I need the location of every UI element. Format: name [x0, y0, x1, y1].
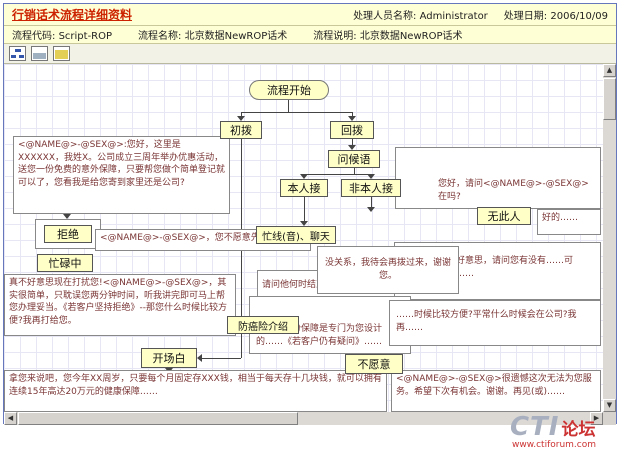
- page-title: 行销话术流程详细资料: [12, 8, 133, 22]
- toolbar: [4, 44, 616, 64]
- header-info: 处理人员名称: Administrator 处理日期: 2006/10/09: [353, 7, 608, 22]
- flow-info-bar: 流程代码: Script-ROP 流程名称: 北京数据NewROP话术 流程说明…: [4, 26, 616, 44]
- connector-line: [354, 168, 355, 174]
- node-self-answer[interactable]: 本人接: [280, 179, 328, 197]
- flow-code-value: Script-ROP: [58, 31, 113, 42]
- scroll-down-button[interactable]: ▼: [603, 399, 616, 412]
- script-text: 不好意思，请问您有没有……可以……: [447, 256, 574, 279]
- connector-line: [352, 139, 353, 146]
- script-text: 好的……: [542, 213, 579, 223]
- flow-diagram-icon[interactable]: [9, 46, 26, 61]
- flow-name-label: 流程名称:: [138, 31, 182, 42]
- arrowhead: [237, 116, 245, 121]
- script-box-bottom-right[interactable]: <@NAME@>-@SEX@>很遗憾这次无法为您服务。希望下次有机会。谢谢。再见…: [391, 370, 601, 412]
- scrollbar-corner: [603, 412, 616, 425]
- flow-name-value: 北京数据NewROP话术: [184, 31, 288, 42]
- script-text: <@NAME@>-@SEX@>很遗憾这次无法为您服务。希望下次有机会。谢谢。再见…: [396, 374, 592, 397]
- mail-icon[interactable]: [53, 46, 70, 61]
- connector-line: [241, 112, 353, 113]
- node-opening[interactable]: 开场白: [141, 348, 197, 368]
- node-no-such-person[interactable]: 无此人: [477, 207, 531, 225]
- connector-line: [371, 197, 372, 209]
- handler-value: Administrator: [419, 11, 488, 22]
- arrowhead: [300, 174, 308, 179]
- handler-label: 处理人员名称:: [353, 11, 417, 22]
- watermark-brand-suffix: 论坛: [561, 420, 596, 440]
- arrowhead: [197, 354, 202, 362]
- flow-name: 流程名称: 北京数据NewROP话术: [138, 27, 287, 42]
- script-text: 此外，这份保障是专门为您设计的……《若客户仍有疑问》……: [256, 324, 383, 347]
- connector-line: [288, 100, 289, 112]
- script-box-bottom-left[interactable]: 拿您来说吧，您今年XX周岁，只要每个月固定存XXX钱，相当于每天存十几块钱，就可…: [4, 370, 387, 412]
- node-callback-dial[interactable]: 回拨: [330, 121, 374, 139]
- node-initial-dial[interactable]: 初拨: [220, 121, 262, 139]
- script-text: 没关系，我待会再拨过来，谢谢您。: [324, 258, 451, 281]
- script-box-callback-msg[interactable]: 没关系，我待会再拨过来，谢谢您。: [317, 246, 459, 294]
- node-refuse[interactable]: 拒绝: [44, 225, 92, 243]
- horizontal-scroll-thumb[interactable]: [18, 412, 298, 425]
- script-box-intro[interactable]: <@NAME@>-@SEX@>:您好，这里是XXXXXX，我姓X。公司成立三周年…: [13, 136, 230, 214]
- watermark-url: www.ctiforum.com: [511, 440, 596, 450]
- node-flow-start[interactable]: 流程开始: [249, 80, 329, 100]
- arrowhead: [63, 214, 71, 219]
- script-text: 您好，请问<@NAME@>-@SEX@>在吗?: [438, 179, 589, 202]
- flow-desc-value: 北京数据NewROP话术: [359, 31, 463, 42]
- title-bar: 行销话术流程详细资料 处理人员名称: Administrator 处理日期: 2…: [4, 4, 616, 26]
- script-text: 请问他何时结束……: [262, 280, 344, 290]
- vertical-scroll-thumb[interactable]: [603, 78, 616, 120]
- node-greeting[interactable]: 问候语: [328, 150, 380, 168]
- script-text: <@NAME@>-@SEX@>:您好，这里是XXXXXX，我姓X。公司成立三周年…: [18, 140, 226, 188]
- vertical-scrollbar[interactable]: ▲ ▼: [603, 64, 616, 412]
- connector-line: [352, 112, 353, 118]
- date-value: 2006/10/09: [550, 11, 608, 22]
- arrowhead: [367, 174, 375, 179]
- node-busy[interactable]: 忙碌中: [37, 254, 93, 272]
- canvas-area: <@NAME@>-@SEX@>:您好，这里是XXXXXX，我姓X。公司成立三周年…: [4, 64, 616, 425]
- script-box-sorry[interactable]: 真不好意思现在打扰您!<@NAME@>-@SEX@>，其实很简单，只耽误您两分钟…: [4, 274, 236, 336]
- connector-line: [304, 174, 371, 175]
- script-box-ok[interactable]: 好的……: [537, 209, 601, 235]
- watermark-brand: CTI: [509, 412, 560, 442]
- script-box-when-convenient[interactable]: ……时候比较方便?平常什么时候会在公司?我再……: [389, 300, 601, 346]
- flow-code-label: 流程代码:: [12, 31, 56, 42]
- date-info: 处理日期: 2006/10/09: [504, 7, 608, 22]
- scroll-right-button[interactable]: ▶: [590, 412, 603, 425]
- scroll-left-button[interactable]: ◀: [4, 412, 17, 425]
- arrowhead: [300, 221, 308, 226]
- date-label: 处理日期:: [503, 11, 548, 22]
- app-window: 行销话术流程详细资料 处理人员名称: Administrator 处理日期: 2…: [3, 3, 617, 425]
- arrowhead: [367, 207, 375, 212]
- node-other-answer[interactable]: 非本人接: [341, 179, 401, 197]
- scroll-up-button[interactable]: ▲: [603, 64, 616, 77]
- connector-line: [304, 197, 305, 221]
- horizontal-scrollbar[interactable]: ◀ ▶: [4, 412, 603, 425]
- script-text: ……时候比较方便?平常什么时候会在公司?我再……: [396, 310, 577, 333]
- script-text: 拿您来说吧，您今年XX周岁，只要每个月固定存XXX钱，相当于每天存十几块钱，就可…: [9, 374, 382, 397]
- flow-canvas[interactable]: <@NAME@>-@SEX@>:您好，这里是XXXXXX，我姓X。公司成立三周年…: [4, 64, 603, 412]
- connector-line: [202, 358, 241, 359]
- cti-forum-watermark: CTI 论坛 www.ctiforum.com: [510, 414, 596, 450]
- flow-desc-label: 流程说明:: [313, 31, 357, 42]
- script-text: 真不好意思现在打扰您!<@NAME@>-@SEX@>，其实很简单，只耽误您两分钟…: [9, 278, 227, 326]
- flow-desc: 流程说明: 北京数据NewROP话术: [313, 27, 462, 42]
- arrowhead: [348, 145, 356, 150]
- script-text: <@NAME@>-@SEX@>，您不愿意先也没关系。: [100, 233, 305, 243]
- print-icon[interactable]: [31, 46, 48, 61]
- flow-code: 流程代码: Script-ROP: [12, 27, 112, 42]
- node-unwilling[interactable]: 不愿意: [345, 354, 403, 374]
- connector-line: [241, 112, 242, 118]
- script-box-ask-in[interactable]: 您好，请问<@NAME@>-@SEX@>在吗?: [395, 147, 601, 209]
- node-busy-line[interactable]: 忙线(音)、聊天: [256, 226, 336, 244]
- handler-info: 处理人员名称: Administrator: [353, 7, 488, 22]
- node-cancer-intro[interactable]: 防癌险介绍: [227, 316, 299, 334]
- arrowhead: [348, 116, 356, 121]
